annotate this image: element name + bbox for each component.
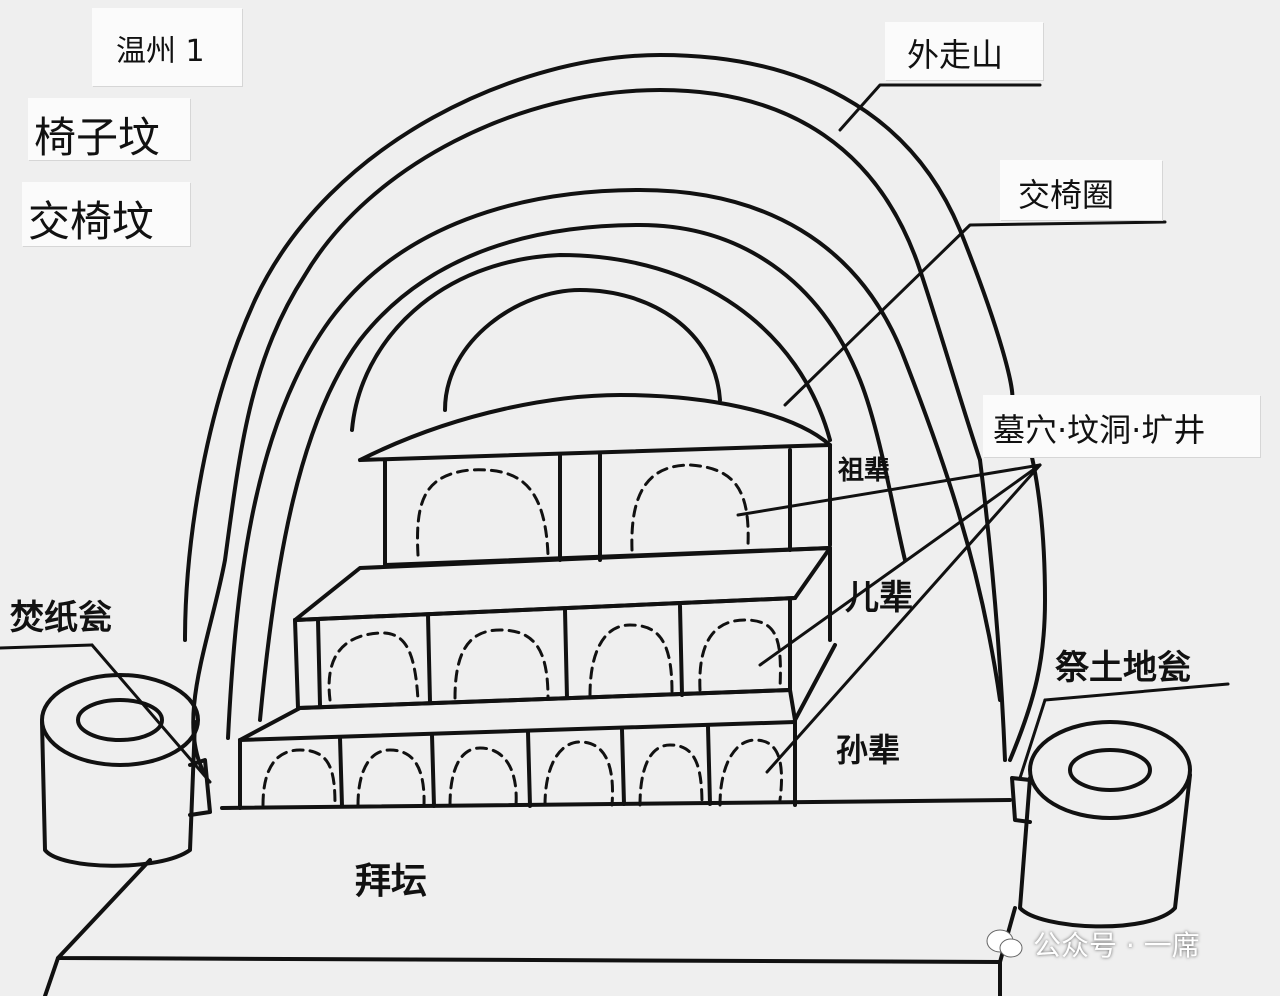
outer-arch-outer	[183, 53, 1015, 642]
right-urn-top	[1028, 720, 1192, 820]
grave-dome	[443, 288, 722, 412]
roof	[358, 393, 832, 462]
arch-right-tail-2	[978, 458, 1007, 762]
watermark: 公众号 · 一席	[985, 924, 1200, 964]
wechat-icon	[986, 929, 1023, 958]
inner-arch	[258, 223, 907, 722]
watermark-text: 公众号 · 一席	[1033, 929, 1200, 962]
sons-label: 儿辈	[845, 578, 913, 618]
chair-ring-label: 交椅圈	[1000, 160, 1162, 220]
tomb-pit-label: 墓穴·坟洞·圹井	[983, 395, 1260, 457]
paper-urn-label: 焚纸瓮	[10, 598, 112, 638]
left-urn-top	[40, 673, 200, 767]
type-label-1: 椅子坟	[28, 98, 190, 162]
type-label-2: 交椅坟	[22, 182, 190, 246]
inner-ring	[350, 253, 832, 442]
earth-god-urn-label: 祭土地瓮	[1055, 648, 1191, 688]
outer-hill-label: 外走山	[885, 22, 1043, 80]
altar-label: 拜坛	[355, 860, 428, 902]
altar-platform	[56, 858, 1017, 964]
grandsons-label: 孙辈	[836, 731, 901, 769]
middle-arch	[226, 188, 1002, 740]
ancestors-label: 祖辈	[838, 456, 891, 486]
outer-arch-inner	[191, 88, 982, 777]
title-label: 温州 1	[92, 8, 242, 86]
